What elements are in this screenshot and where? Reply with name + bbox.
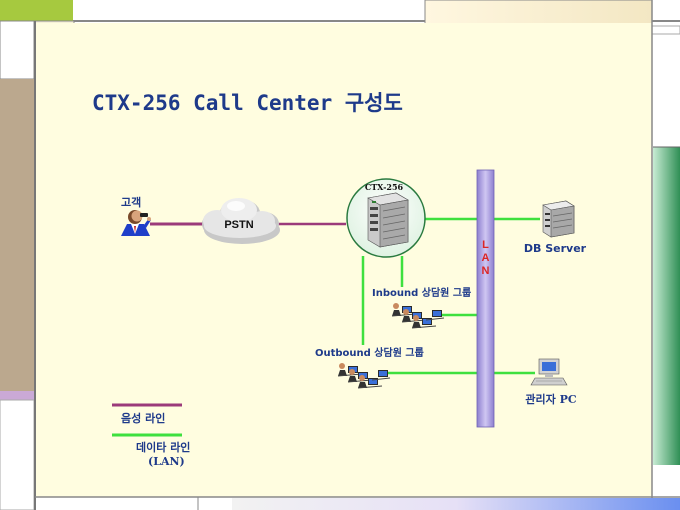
customer-label: 고객 bbox=[121, 195, 141, 209]
content-background bbox=[36, 23, 652, 497]
ctx-label: CTX-256 bbox=[365, 182, 404, 192]
lan-bus: L A N bbox=[476, 169, 495, 428]
legend-voice-label: 음성 라인 bbox=[121, 411, 165, 425]
db-server-node: DB Server bbox=[524, 200, 587, 255]
right-green-bar bbox=[653, 147, 680, 465]
legend: 음성 라인 데이타 라인 (LAN) bbox=[112, 403, 190, 468]
inbound-group-label: Inbound 상담원 그룹 bbox=[372, 286, 471, 299]
cloud-icon bbox=[202, 198, 280, 244]
top-right-box bbox=[424, 0, 653, 27]
computer-icon bbox=[530, 358, 568, 386]
page-title: CTX-256 Call Center 구성도 bbox=[92, 91, 403, 115]
database-server-icon bbox=[542, 200, 575, 238]
lan-letter-l: L bbox=[482, 239, 489, 251]
server-rack-icon bbox=[367, 192, 409, 248]
lan-letter-n: N bbox=[482, 265, 490, 277]
pstn-node: PSTN bbox=[202, 198, 280, 244]
admin-pc-node: 관리자 PC bbox=[525, 358, 577, 406]
customer-phone-person-icon bbox=[121, 210, 151, 236]
connection-lines bbox=[150, 217, 540, 375]
pstn-label: PSTN bbox=[224, 219, 253, 231]
admin-pc-label: 관리자 PC bbox=[525, 392, 576, 406]
left-lavender-strip bbox=[0, 391, 34, 400]
agent-desk-group-icon bbox=[391, 303, 445, 329]
top-left-green-bar bbox=[0, 0, 73, 21]
left-tan-bar bbox=[0, 79, 34, 391]
bottom-gradient-bar bbox=[232, 498, 680, 510]
lan-bus-bar bbox=[476, 169, 495, 428]
legend-data-sublabel: (LAN) bbox=[148, 455, 185, 468]
lan-letter-a: A bbox=[482, 252, 490, 264]
outbound-group-label: Outbound 상담원 그룹 bbox=[315, 346, 424, 359]
left-bottom-block bbox=[0, 399, 35, 510]
agent-desk-group-icon bbox=[337, 363, 391, 389]
db-server-label: DB Server bbox=[524, 242, 587, 255]
customer-node: 고객 bbox=[121, 195, 151, 236]
inbound-group-node: Inbound 상담원 그룹 bbox=[372, 286, 471, 329]
left-white-block bbox=[0, 20, 35, 80]
legend-data-label: 데이타 라인 bbox=[136, 440, 190, 454]
outbound-group-node: Outbound 상담원 그룹 bbox=[315, 346, 424, 389]
ctx-node: CTX-256 bbox=[346, 178, 426, 258]
